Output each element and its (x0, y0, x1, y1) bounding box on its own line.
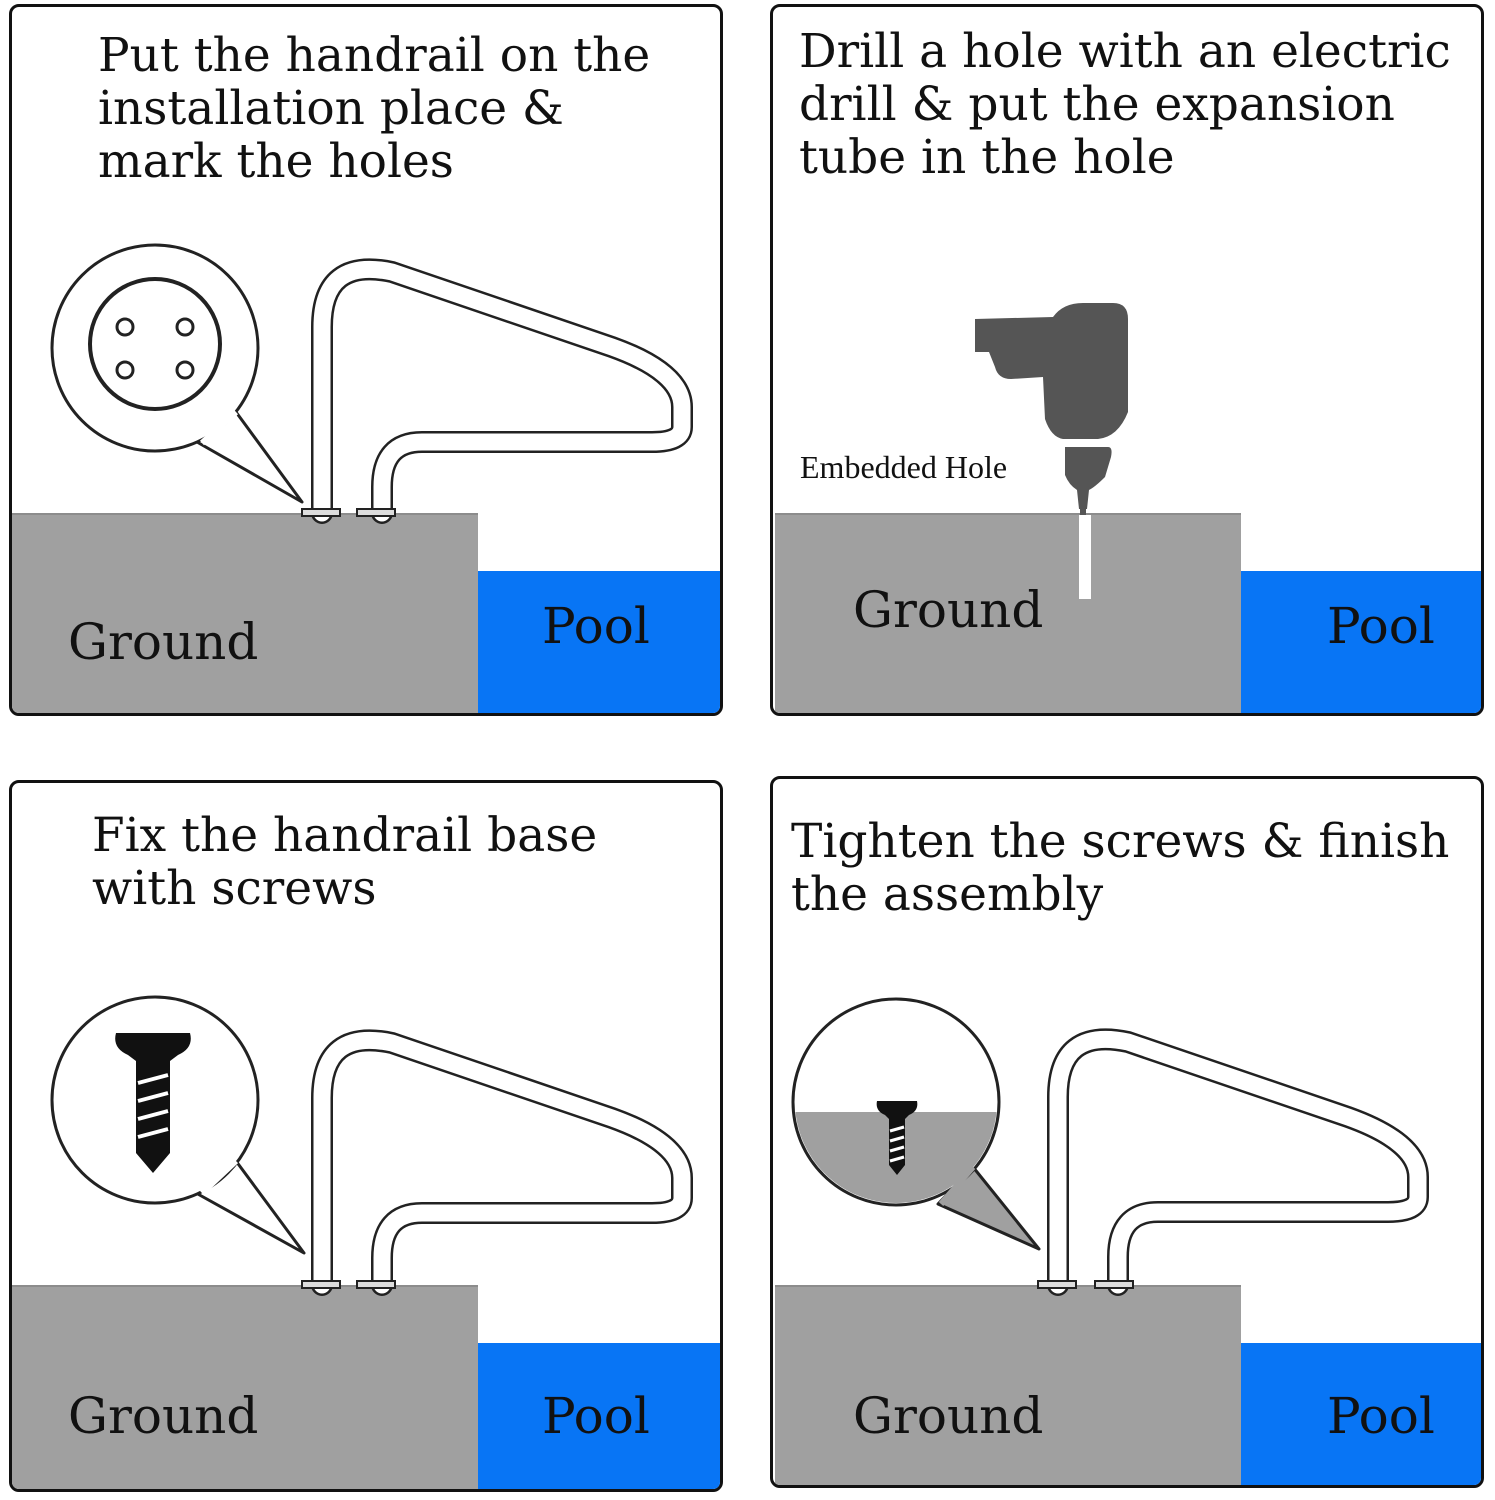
step-2-ground (775, 513, 1241, 713)
handrail-icon (311, 258, 693, 524)
step-1-title: Put the handrail on the installation pla… (98, 28, 651, 189)
step-1-ground (12, 513, 478, 713)
step-4-panel: Tighten the screws & finish the assembly (770, 776, 1484, 1488)
handrail-icon (1047, 1028, 1429, 1296)
handrail-base-left (301, 1280, 341, 1289)
step-3-pool-label: Pool (542, 1387, 650, 1445)
step-3-drawing (50, 995, 693, 1296)
step-4-ground (775, 1285, 1241, 1485)
handrail-base-right (1094, 1280, 1134, 1289)
screw-icon (50, 995, 306, 1255)
step-4-pool-label: Pool (1327, 1387, 1435, 1445)
step-1-drawing (50, 243, 693, 524)
embedded-hole (1079, 515, 1091, 599)
step-4-pool (1241, 1343, 1481, 1485)
handrail-base-left (1037, 1280, 1077, 1289)
step-3-panel: Fix the handrail base with screws Ground… (9, 780, 723, 1492)
step-4-title: Tighten the screws & finish the assembly (791, 814, 1450, 922)
step-4-ground-label: Ground (853, 1387, 1044, 1445)
embedded-hole-label: Embedded Hole (800, 449, 1008, 485)
step-2-pool (1241, 571, 1481, 713)
step-1-panel: Put the handrail on the installation pla… (9, 4, 723, 716)
step-3-ground (12, 1285, 478, 1489)
step-3-ground-label: Ground (68, 1387, 259, 1445)
step-2-title: Drill a hole with an electric drill & pu… (799, 24, 1451, 185)
step-2-drawing (975, 303, 1128, 599)
embedded-screw-icon (791, 997, 1041, 1251)
step-1-pool (478, 571, 720, 713)
step-3-pool (478, 1343, 720, 1489)
step-2-pool-label: Pool (1327, 597, 1435, 655)
step-3-title: Fix the handrail base with screws (92, 808, 598, 916)
handrail-base-left (301, 508, 341, 517)
step-2-panel: Drill a hole with an electric drill & pu… (770, 4, 1484, 716)
electric-drill-icon (975, 303, 1128, 519)
handrail-icon (311, 1029, 693, 1296)
step-4-drawing (791, 997, 1429, 1296)
drill-bit (1080, 507, 1086, 519)
step-2-ground-label: Ground (853, 581, 1044, 639)
handrail-base-right (356, 1280, 396, 1289)
hole-marks-icon (50, 243, 304, 504)
step-1-pool-label: Pool (542, 597, 650, 655)
handrail-base-right (356, 508, 396, 517)
step-1-ground-label: Ground (68, 613, 259, 671)
